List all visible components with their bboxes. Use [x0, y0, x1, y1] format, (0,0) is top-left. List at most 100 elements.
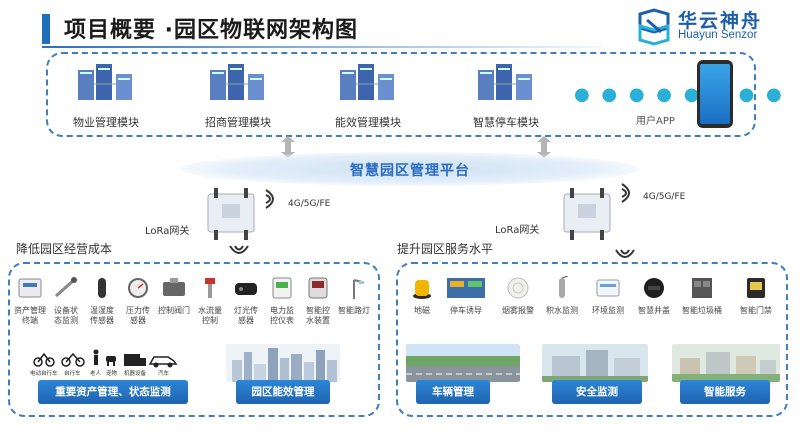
- device-environment[interactable]: 环境监测: [588, 276, 628, 316]
- device-label: 电力监 控仪表: [270, 306, 294, 325]
- banner-smart-services: 智能服务: [680, 380, 770, 404]
- device-pressure-sensor[interactable]: 压力传 感器: [118, 276, 158, 326]
- device-label: 控制阀门: [158, 306, 190, 315]
- module-investment[interactable]: 招商管理模块: [188, 60, 288, 130]
- module-parking[interactable]: 智慧停车模块: [456, 60, 556, 130]
- water-level-sensor-icon: [559, 275, 569, 298]
- module-label: 能效管理模块: [335, 116, 401, 129]
- banner-asset-management: 重要资产管理、状态监测: [38, 380, 188, 404]
- device-status-monitor[interactable]: 设备状 态监测: [46, 276, 86, 326]
- lora-gateway-label: LoRa网关: [145, 226, 190, 237]
- device-label: 资产管理 终端: [14, 306, 46, 325]
- server-cluster-icon: [340, 64, 394, 100]
- pressure-gauge-icon: [128, 278, 148, 298]
- device-label: 温湿度 传感器: [90, 306, 114, 325]
- asset-label-ebike: 电动自行车: [30, 371, 58, 377]
- city-skyline-image: [226, 344, 340, 382]
- section-label-right: 提升园区服务水平: [397, 242, 494, 256]
- device-label: 灯光传 感器: [234, 306, 258, 325]
- wifi-signal-icon: [621, 183, 630, 203]
- module-label: 物业管理模块: [73, 116, 139, 129]
- geomagnetic-sensor-icon: [413, 280, 431, 299]
- network-label: 4G/5G/FE: [288, 199, 331, 209]
- asset-label-elderly: 老人: [90, 371, 102, 377]
- lora-gateway-icon: [563, 188, 611, 240]
- server-cluster-icon: [478, 64, 532, 100]
- phone-screen: [700, 64, 730, 124]
- access-control-icon: [747, 278, 765, 298]
- platform-label: 智慧园区管理平台: [350, 163, 470, 179]
- cost-reduction-box: [8, 262, 380, 417]
- device-control-valve[interactable]: 控制阀门: [154, 276, 194, 316]
- park-aerial-image: [672, 344, 780, 382]
- module-energy[interactable]: 能效管理模块: [318, 60, 418, 130]
- building-aerial-image: [542, 344, 648, 382]
- probe-sensor-icon: [55, 277, 77, 298]
- device-smart-bin[interactable]: 智能垃圾桶: [682, 276, 722, 316]
- wifi-signal-icon: [615, 249, 635, 258]
- light-sensor-icon: [235, 283, 257, 295]
- ellipsis-dots: ● ● ● ● ● ● ● ●: [574, 84, 785, 105]
- device-asset-terminal[interactable]: 资产管理 终端: [10, 276, 50, 326]
- application-layer-box: [46, 52, 756, 137]
- device-label: 烟雾报警: [502, 306, 534, 315]
- device-label: 地磁: [414, 306, 430, 315]
- device-parking-guide[interactable]: 停车诱导: [446, 276, 486, 316]
- lora-gateway-label: LoRa网关: [495, 225, 540, 236]
- street-light-icon: [353, 279, 364, 299]
- network-label: 4G/5G/FE: [643, 192, 686, 202]
- section-label-left: 降低园区经营成本: [16, 242, 113, 256]
- page-title: 项目概要 ·园区物联网架构图: [64, 18, 359, 43]
- asset-label-pet: 宠物: [106, 371, 118, 377]
- device-water-control[interactable]: 智能控 水装置: [298, 276, 338, 326]
- device-street-light[interactable]: 智能路灯: [334, 276, 374, 316]
- thermometer-icon: [98, 278, 106, 298]
- module-label: 招商管理模块: [205, 116, 271, 129]
- device-light-sensor[interactable]: 灯光传 感器: [226, 276, 266, 326]
- device-label: 停车诱导: [450, 306, 482, 315]
- trash-bin-icon: [692, 278, 712, 298]
- brand-name-en: Huayun Senzor: [678, 29, 758, 41]
- device-label: 水流量 控制: [198, 306, 222, 325]
- device-label: 智能门禁: [740, 306, 772, 315]
- device-label: 设备状 态监测: [54, 306, 78, 325]
- banner-energy-management: 园区能效管理: [236, 380, 330, 404]
- wifi-signal-icon: [265, 189, 274, 209]
- title-underline: [42, 46, 602, 48]
- device-access-control[interactable]: 智能门禁: [736, 276, 776, 316]
- device-label: 智能控 水装置: [306, 306, 330, 325]
- environment-sensor-icon: [596, 279, 620, 297]
- smoke-alarm-icon: [507, 277, 529, 299]
- device-geomagnetic[interactable]: 地磁: [402, 276, 442, 316]
- flow-valve-icon: [205, 278, 215, 298]
- terminal-device-icon: [18, 278, 42, 298]
- banner-safety-monitoring: 安全监测: [552, 380, 642, 404]
- platform-cloud: [180, 152, 640, 186]
- double-arrow-icon: [537, 136, 551, 158]
- wifi-signal-icon: [229, 245, 249, 254]
- valve-icon: [163, 278, 185, 296]
- user-app-label: 用户APP: [636, 116, 675, 127]
- road-image: [406, 344, 520, 382]
- device-manhole-cover[interactable]: 智慧井盖: [634, 276, 674, 316]
- manhole-cover-icon: [644, 278, 664, 298]
- device-label: 智能路灯: [338, 306, 370, 315]
- device-label: 智能垃圾桶: [682, 306, 722, 315]
- device-label: 积水监测: [546, 306, 578, 315]
- asset-icons-row: [30, 346, 180, 378]
- device-temp-humidity[interactable]: 温湿度 传感器: [82, 276, 122, 326]
- device-water-level[interactable]: 积水监测: [542, 275, 582, 316]
- device-power-meter[interactable]: 电力监 控仪表: [262, 276, 302, 326]
- title-accent-bar: [42, 14, 50, 44]
- water-control-icon: [308, 277, 328, 299]
- device-smoke-alarm[interactable]: 烟雾报警: [498, 276, 538, 316]
- phone-icon[interactable]: [697, 60, 733, 128]
- module-label: 智慧停车模块: [473, 116, 539, 129]
- parking-guide-icon: [447, 278, 485, 298]
- device-water-flow[interactable]: 水流量 控制: [190, 276, 230, 326]
- module-property[interactable]: 物业管理模块: [56, 60, 156, 130]
- service-level-box: [396, 262, 788, 417]
- asset-label-bike: 自行车: [64, 371, 81, 377]
- asset-label-car: 汽车: [158, 371, 170, 377]
- asset-icons: [33, 349, 178, 368]
